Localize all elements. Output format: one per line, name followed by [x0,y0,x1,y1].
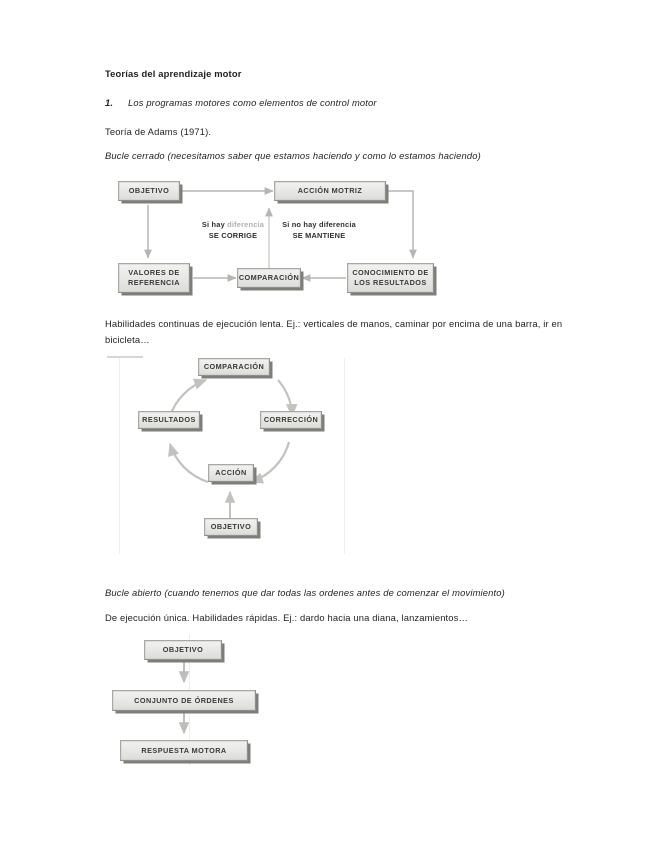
closed-loop-heading: Bucle cerrado (necesitamos saber que est… [105,150,481,161]
label-si-hay-prefix: Si hay [201,220,228,229]
open-loop-flow-diagram: OBJETIVO CONJUNTO DE ÓRDENES RESPUESTA M… [112,636,272,766]
node-conocimiento-resultados: CONOCIMIENTO DE LOS RESULTADOS [347,263,434,293]
open-loop-node-respuesta-motora: RESPUESTA MOTORA [120,740,248,761]
open-loop-node-objetivo: OBJETIVO [144,640,222,660]
theory-line: Teoría de Adams (1971). [105,126,212,137]
label-diferencia-faded: diferencia [227,220,265,229]
node-accion-motriz: ACCIÓN MOTRIZ [274,181,386,201]
list-item-number: 1. [105,97,114,108]
node-valores-referencia: VALORES DE REFERENCIA [118,263,190,293]
feedback-cycle-diagram: COMPARACIÓN CORRECCIÓN ACCIÓN RESULTADOS… [120,358,345,554]
cycle-node-accion: ACCIÓN [208,464,254,482]
list-item-text: Los programas motores como elementos de … [128,97,377,108]
scan-artifact-vline-left [119,358,120,554]
closed-loop-control-diagram: OBJETIVO ACCIÓN MOTRIZ VALORES DE REFERE… [118,178,458,303]
cycle-node-resultados: RESULTADOS [138,411,200,429]
node-valores-referencia-line2: REFERENCIA [128,278,180,287]
label-se-mantiene: SE MANTIENE [292,230,346,240]
label-si-no-hay: Si no hay diferencia [282,220,356,229]
cycle-node-objetivo: OBJETIVO [204,518,258,536]
scan-artifact-vline-right [344,358,345,554]
label-si-hay-diferencia: Si hay diferencia SE CORRIGE [196,220,270,241]
open-loop-note: De ejecución única. Habilidades rápidas.… [105,612,469,623]
closed-loop-note: Habilidades continuas de ejecución lenta… [105,318,566,345]
open-loop-heading: Bucle abierto (cuando tenemos que dar to… [105,587,505,598]
node-conocimiento-line2: LOS RESULTADOS [354,278,427,287]
node-comparacion: COMPARACIÓN [237,268,301,288]
node-valores-referencia-line1: VALORES DE [128,268,180,278]
cycle-node-correccion: CORRECCIÓN [260,411,322,429]
node-conocimiento-line1: CONOCIMIENTO DE [352,268,429,278]
open-loop-node-conjunto-ordenes: CONJUNTO DE ÓRDENES [112,690,256,711]
node-objetivo: OBJETIVO [118,181,180,201]
scan-artifact-line [107,356,143,358]
label-si-no-hay-diferencia: Si no hay diferencia SE MANTIENE [276,220,362,241]
page-title: Teorías del aprendizaje motor [105,68,242,79]
cycle-node-comparacion: COMPARACIÓN [198,358,270,376]
label-se-corrige: SE CORRIGE [208,230,258,240]
